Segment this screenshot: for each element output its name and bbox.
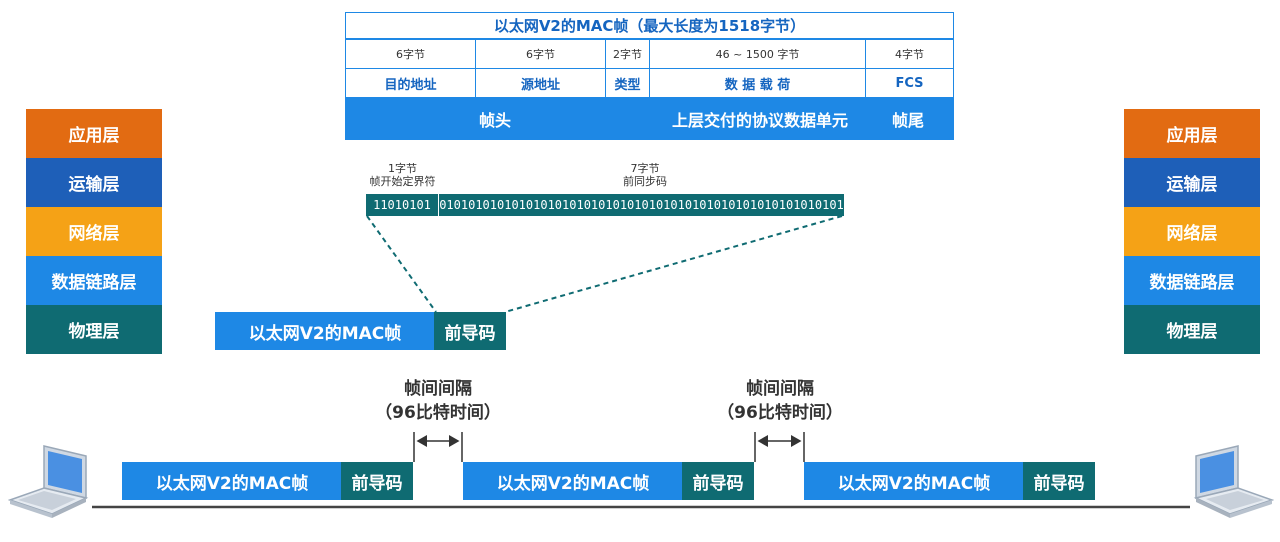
gap-2-duration: （96比特时间） [717, 403, 843, 423]
frame-3-preamble: 前导码 [1023, 462, 1095, 500]
left-protocol-stack: 应用层 运输层 网络层 数据链路层 物理层 [26, 109, 162, 354]
sfd-name: 帧开始定界符 [369, 175, 436, 188]
field-name-payload: 数 据 载 荷 [649, 68, 866, 98]
gap-label-1: 帧间间隔 （96比特时间） [358, 377, 518, 425]
laptop-icon [8, 445, 89, 518]
sfd-size: 1字节 [388, 162, 417, 175]
zoom-line-left [366, 215, 437, 313]
left-layer-physical: 物理层 [26, 305, 162, 354]
gap-1-duration: （96比特时间） [375, 403, 501, 423]
right-layer-application: 应用层 [1124, 109, 1260, 158]
frame-band: 帧头 上层交付的协议数据单元 帧尾 [345, 98, 954, 140]
preamble-caption: 7字节 前同步码 [560, 162, 730, 188]
payload-label: 上层交付的协议数据单元 [671, 111, 848, 130]
frame-2-preamble: 前导码 [682, 462, 754, 500]
field-size-fcs: 4字节 [865, 39, 954, 69]
mac-frame-table: 以太网V2的MAC帧（最大长度为1518字节） 6字节 6字节 2字节 46 ~… [345, 12, 954, 140]
zoom-line-right [504, 215, 843, 313]
frame-3-body: 以太网V2的MAC帧 [804, 462, 1024, 500]
preamble-size: 7字节 [630, 162, 660, 175]
field-size-src: 6字节 [475, 39, 606, 69]
right-layer-transport: 运输层 [1124, 158, 1260, 207]
left-layer-application: 应用层 [26, 109, 162, 158]
left-layer-datalink: 数据链路层 [26, 256, 162, 305]
mid-frame-preamble: 前导码 [434, 312, 506, 350]
right-layer-network: 网络层 [1124, 207, 1260, 256]
gap-label-2: 帧间间隔 （96比特时间） [700, 377, 860, 425]
frame-2-body: 以太网V2的MAC帧 [463, 462, 683, 500]
right-layer-datalink: 数据链路层 [1124, 256, 1260, 305]
frame-table-title: 以太网V2的MAC帧（最大长度为1518字节） [345, 12, 954, 39]
trailer-label: 帧尾 [891, 111, 924, 130]
field-name-fcs: FCS [865, 68, 954, 98]
mid-frame-body: 以太网V2的MAC帧 [215, 312, 435, 350]
right-protocol-stack: 应用层 运输层 网络层 数据链路层 物理层 [1124, 109, 1260, 354]
field-name-dest: 目的地址 [345, 68, 476, 98]
frame-1-body: 以太网V2的MAC帧 [122, 462, 342, 500]
left-layer-transport: 运输层 [26, 158, 162, 207]
frame-1-preamble: 前导码 [341, 462, 413, 500]
header-label: 帧头 [478, 111, 511, 130]
preamble-name: 前同步码 [623, 175, 667, 188]
gap-1-title: 帧间间隔 [404, 379, 472, 399]
field-name-src: 源地址 [475, 68, 606, 98]
right-layer-physical: 物理层 [1124, 305, 1260, 354]
field-name-type: 类型 [605, 68, 650, 98]
left-layer-network: 网络层 [26, 207, 162, 256]
gap-2-title: 帧间间隔 [746, 379, 814, 399]
laptop-icon [1193, 445, 1274, 518]
sfd-bits-box: 11010101 [366, 194, 438, 216]
preamble-bits-box: 0101010101010101010101010101010101010101… [439, 194, 844, 216]
sfd-caption: 1字节 帧开始定界符 [350, 162, 455, 188]
field-size-payload: 46 ~ 1500 字节 [649, 39, 866, 69]
